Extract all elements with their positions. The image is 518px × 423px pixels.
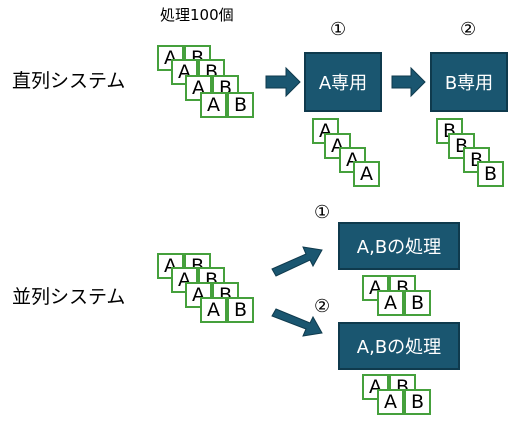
parallel-system-label: 並列システム: [12, 286, 126, 308]
cell-b: B: [477, 161, 504, 187]
arrow-up-right-icon: [271, 246, 323, 277]
b-only-box: B専用: [430, 52, 508, 112]
arrow-down-right-icon: [271, 308, 323, 337]
cell-a: A: [377, 389, 404, 415]
marker-1-serial: ①: [330, 19, 347, 40]
cell-b: B: [404, 389, 431, 415]
ab-process-box-1: A,Bの処理: [338, 222, 460, 270]
cell-a: A: [377, 290, 404, 316]
batch-label: 処理100個: [160, 6, 234, 24]
cell-b: B: [227, 297, 254, 323]
a-only-box: A専用: [304, 52, 382, 112]
cell-b: B: [227, 92, 254, 118]
cell-b: B: [404, 290, 431, 316]
serial-system-label: 直列システム: [12, 70, 126, 92]
marker-2-serial: ②: [460, 19, 477, 40]
cell-a: A: [185, 75, 212, 101]
cell-a: A: [200, 297, 227, 323]
ab-process-box-2: A,Bの処理: [338, 322, 460, 370]
cell-a: A: [353, 161, 380, 187]
arrow-right-icon: [265, 66, 301, 98]
marker-2-parallel: ②: [314, 296, 331, 317]
arrow-right-icon: [391, 66, 426, 98]
cell-a: A: [200, 92, 227, 118]
marker-1-parallel: ①: [314, 202, 331, 223]
